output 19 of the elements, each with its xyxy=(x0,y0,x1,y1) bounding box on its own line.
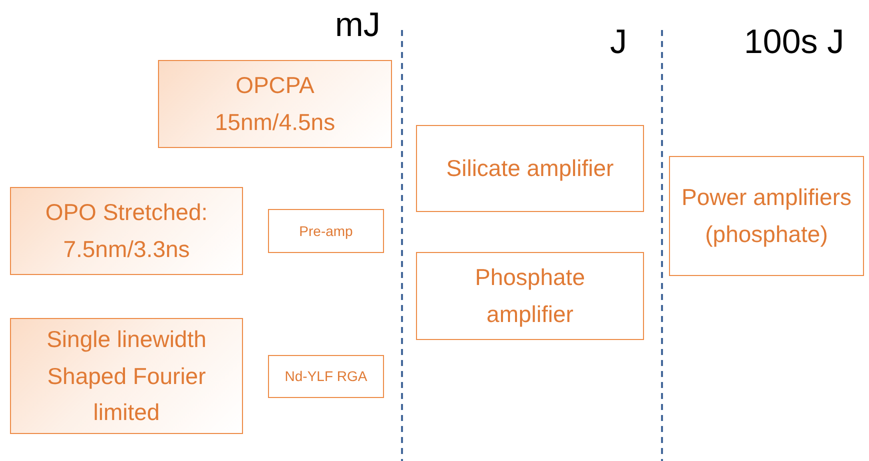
box-label: Phosphate amplifier xyxy=(474,263,586,329)
box-label: Silicate amplifier xyxy=(446,154,614,184)
process-box xyxy=(416,252,644,340)
process-box xyxy=(416,125,644,212)
process-box xyxy=(158,60,392,148)
small-process-box xyxy=(268,209,384,253)
energy-scale-label: mJ xyxy=(335,8,380,42)
box-label: Nd-YLF RGA xyxy=(284,367,368,386)
process-box xyxy=(10,187,243,275)
box-label: OPO Stretched: 7.5nm/3.3ns xyxy=(44,198,209,264)
box-label: OPCPA 15nm/4.5ns xyxy=(214,71,336,137)
energy-scale-label: J xyxy=(610,25,627,59)
energy-scale-label: 100s J xyxy=(744,25,844,59)
box-label: Single linewidth Shaped Fourier limited xyxy=(46,324,208,428)
process-box xyxy=(669,156,864,276)
box-label: Pre-amp xyxy=(299,222,353,241)
process-box xyxy=(10,318,243,434)
small-process-box xyxy=(268,355,384,398)
box-label: Power amplifiers (phosphate) xyxy=(680,183,852,249)
